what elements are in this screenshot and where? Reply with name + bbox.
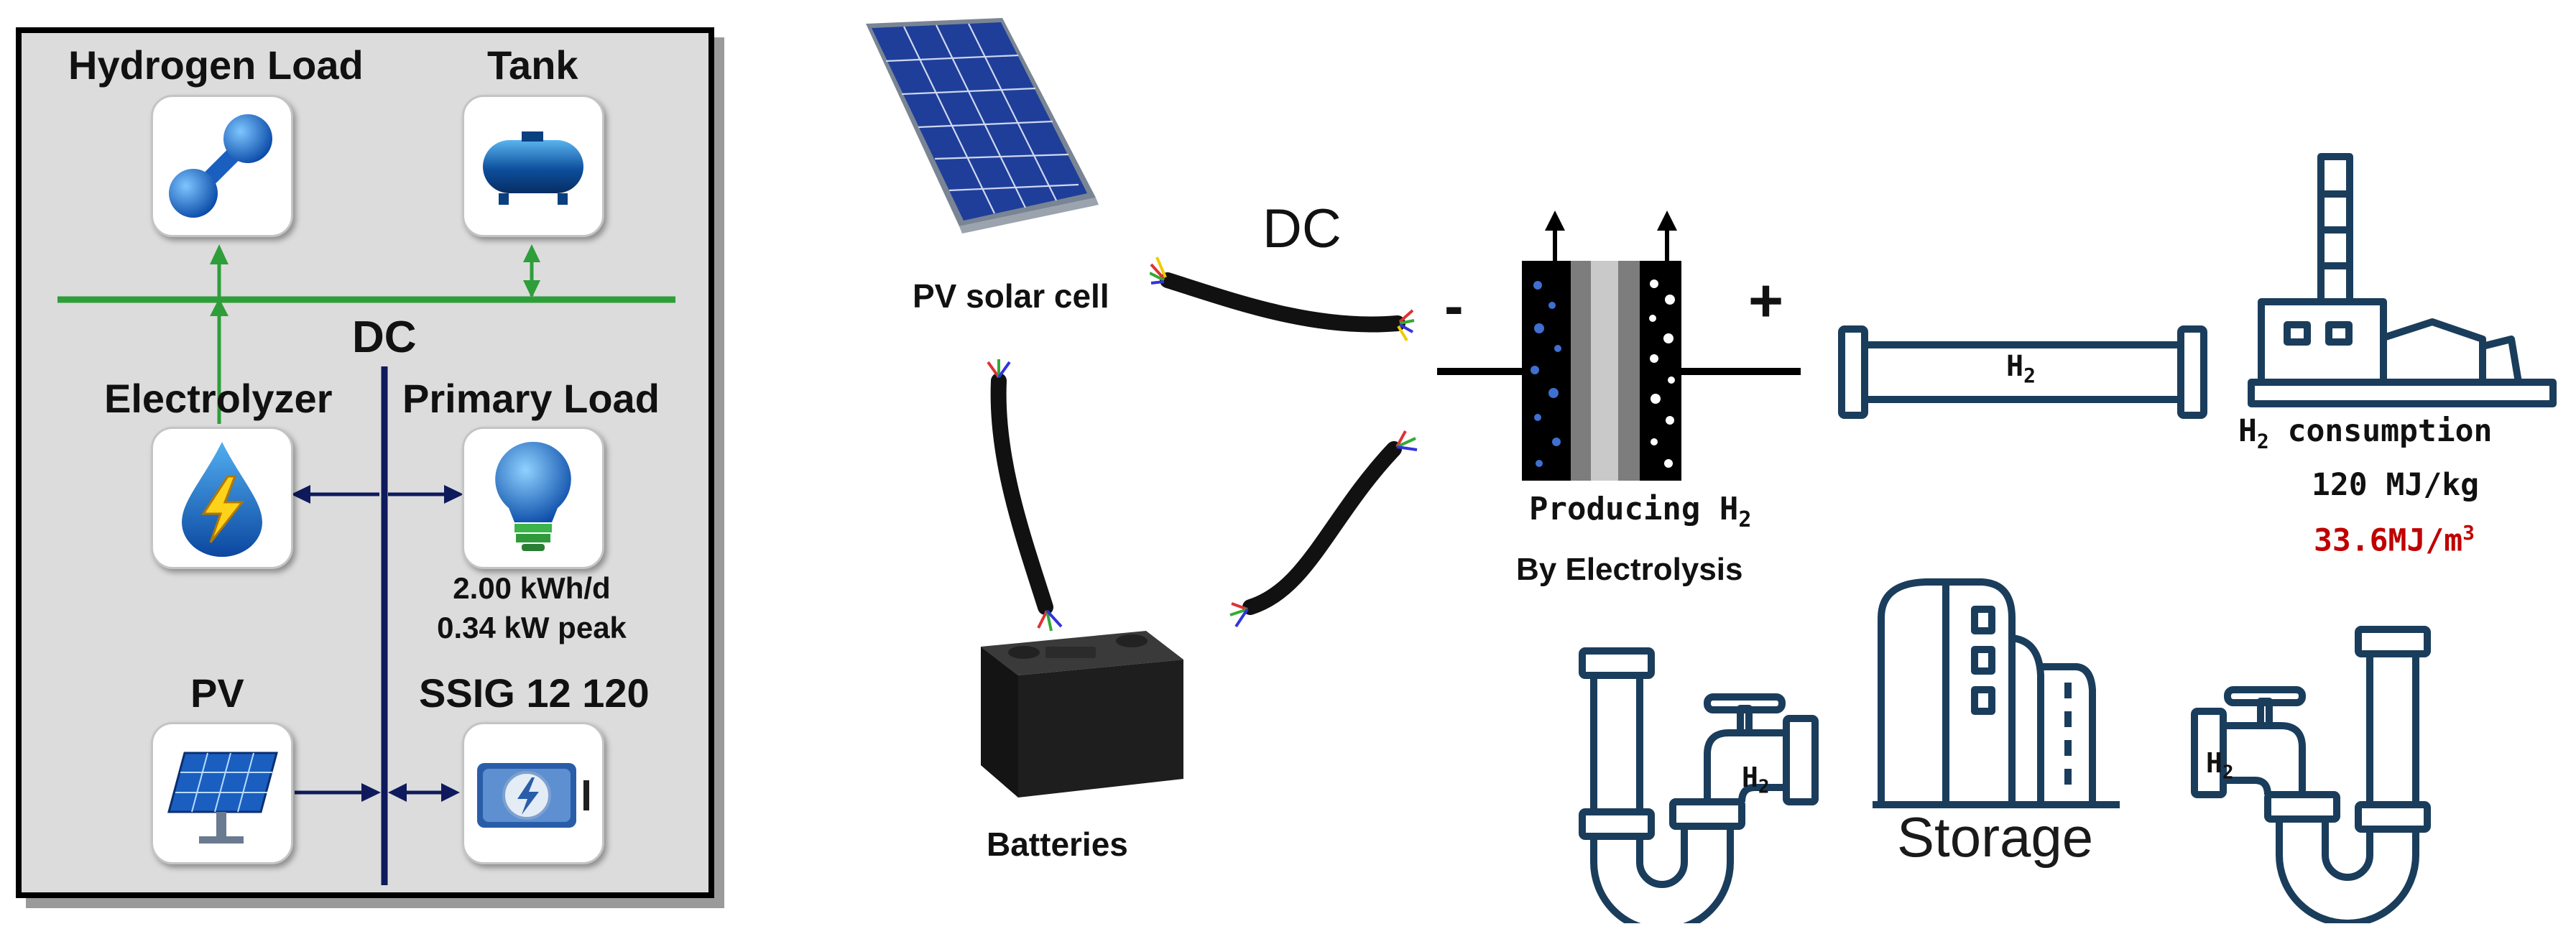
h2-consumption-label: H2 consumption bbox=[2238, 413, 2493, 453]
electrolysis-cell-icon bbox=[1437, 211, 1801, 481]
solar-panel-icon bbox=[167, 752, 278, 844]
arrowhead-right-icon bbox=[361, 783, 381, 802]
primary-load-energy: 2.00 kWh/d bbox=[453, 571, 611, 605]
tank-label: Tank bbox=[487, 42, 578, 88]
dc-bus-label: DC bbox=[352, 313, 417, 362]
tap-left-h2-label: H2 bbox=[1742, 762, 1770, 798]
storage-building-icon bbox=[1873, 578, 2120, 808]
pipeline-h2-label: H2 bbox=[2006, 350, 2036, 387]
h2-tap-left-icon bbox=[1579, 647, 1819, 923]
storage-label: Storage bbox=[1897, 805, 2094, 869]
factory-icon bbox=[2248, 153, 2557, 407]
h2-tap-right-icon bbox=[2191, 626, 2431, 923]
primary-load-label: Primary Load bbox=[402, 376, 660, 421]
energy-per-m3-label: 33.6MJ/m3 bbox=[2314, 521, 2475, 559]
hydrogen-load-component[interactable] bbox=[151, 95, 293, 237]
arrowhead-up-icon bbox=[210, 298, 228, 316]
arrowhead-up-icon bbox=[210, 244, 228, 264]
arrowhead-up-icon bbox=[523, 244, 540, 262]
tap-right-h2-label: H2 bbox=[2206, 747, 2234, 784]
by-electrolysis-label: By Electrolysis bbox=[1516, 552, 1743, 587]
pv-component[interactable] bbox=[151, 722, 293, 864]
primary-load-peak: 0.34 kW peak bbox=[437, 611, 627, 644]
water-lightning-icon bbox=[182, 442, 262, 557]
arrowhead-right-icon bbox=[444, 485, 463, 504]
converter-icon bbox=[477, 763, 589, 828]
primary-load-component[interactable] bbox=[462, 427, 604, 569]
h2-pipeline-icon bbox=[1838, 325, 2207, 419]
bus-lines bbox=[57, 244, 675, 885]
cable-pv-to-battery bbox=[987, 359, 1063, 632]
arrowhead-left-icon bbox=[291, 485, 310, 504]
pv-label: PV bbox=[190, 670, 244, 716]
minus-sign: - bbox=[1444, 274, 1464, 338]
cable-pv-to-electrolyzer bbox=[1150, 256, 1415, 342]
hydrogen-load-label: Hydrogen Load bbox=[68, 42, 364, 88]
molecule-icon bbox=[169, 114, 272, 218]
arrowhead-down-icon bbox=[523, 280, 540, 298]
pv-solar-cell-image bbox=[866, 18, 1099, 234]
dc-label: DC bbox=[1262, 198, 1342, 259]
arrowhead-left-icon bbox=[388, 783, 407, 802]
arrowhead-right-icon bbox=[441, 783, 460, 802]
electrolyzer-component[interactable] bbox=[151, 427, 293, 569]
converter-component[interactable] bbox=[462, 722, 604, 864]
battery-image bbox=[981, 631, 1183, 798]
electrolyzer-label: Electrolyzer bbox=[104, 376, 333, 421]
tank-component[interactable] bbox=[462, 95, 604, 237]
light-bulb-icon bbox=[495, 441, 571, 551]
tank-icon bbox=[483, 131, 583, 205]
cable-battery-to-electrolyzer bbox=[1229, 430, 1418, 628]
producing-h2-label: Producing H2 bbox=[1529, 491, 1752, 532]
pv-solar-cell-label: PV solar cell bbox=[913, 277, 1109, 315]
plus-sign: + bbox=[1748, 267, 1784, 334]
batteries-label: Batteries bbox=[987, 826, 1128, 863]
converter-label: SSIG 12 120 bbox=[419, 670, 650, 716]
energy-per-kg-label: 120 MJ/kg bbox=[2312, 467, 2479, 503]
